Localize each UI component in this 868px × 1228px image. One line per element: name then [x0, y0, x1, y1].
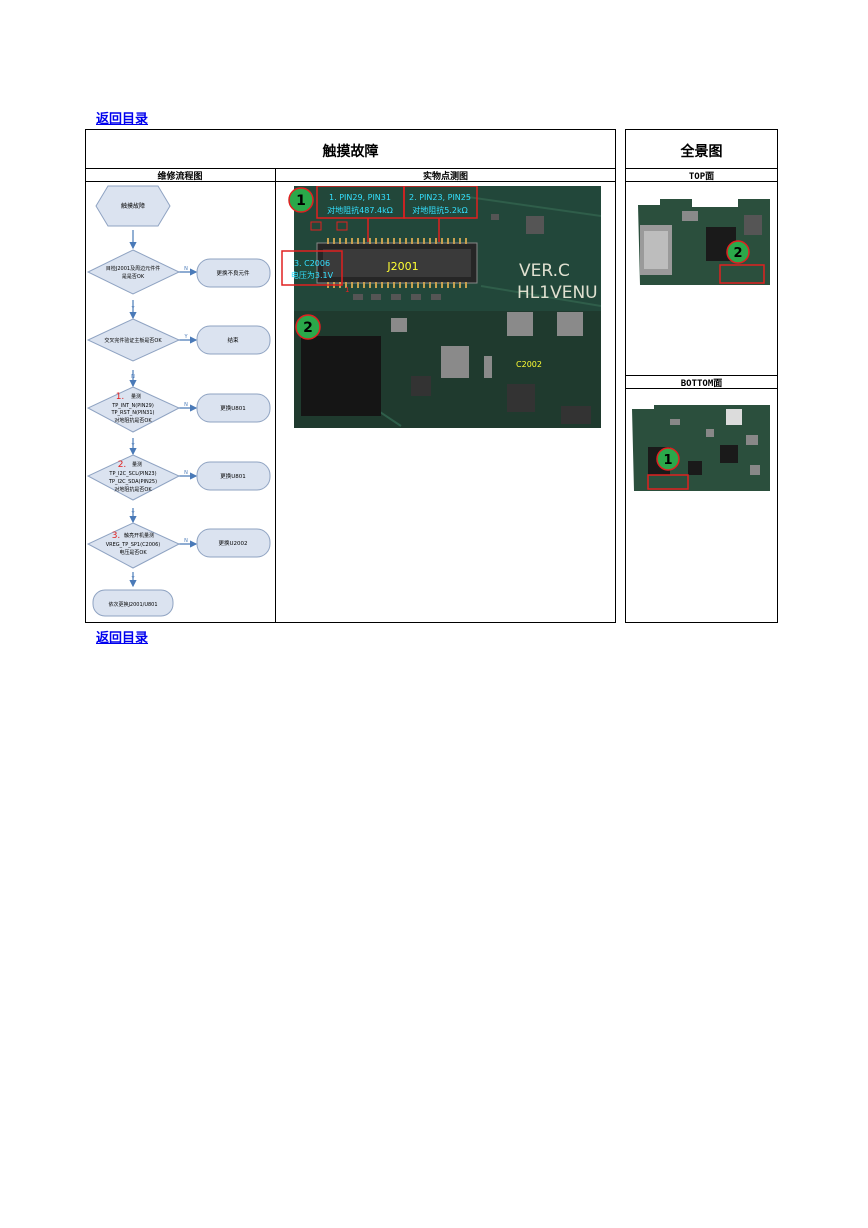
annotation-3-line: 3. C2006 — [294, 259, 330, 268]
flow-decision-3-line: TP_INT_N(PIN29) — [111, 403, 154, 409]
main-table-divider — [85, 181, 616, 182]
silkscreen-version: VER.C — [519, 261, 570, 281]
annotation-1-line: 1. PIN29, PIN31 — [329, 193, 391, 202]
main-table-divider — [85, 168, 616, 169]
side-table-title: 全景图 — [680, 144, 723, 160]
top-board-overview: 2 — [638, 199, 770, 285]
flow-action-5-text: 更换U2002 — [218, 539, 247, 547]
pcb-closeup-photo: VER.C HL1VENU 1. PIN29, PIN31 对地阻抗487.4k… — [281, 186, 601, 428]
bottom-badge — [656, 447, 680, 471]
back-to-contents-link-top[interactable]: 返回目录 — [96, 112, 149, 127]
badge-2-text: 2 — [303, 320, 313, 336]
flow-start-text: 触摸故障 — [121, 202, 145, 210]
bottom-side-label: BOTTOM面 — [680, 379, 723, 389]
annotation-2-line: 2. PIN23, PIN25 — [409, 193, 471, 202]
bottom-board-overview: 1 — [632, 405, 770, 491]
flow-decision-5-number: 3. — [112, 531, 121, 541]
connector-label: J2001 — [386, 260, 418, 273]
annotation-1-line: 对地阻抗487.4kΩ — [327, 205, 393, 215]
flow-decision-4-line: TP_I2C_SCL(PIN23) — [108, 471, 156, 477]
flow-decision-3-line: TP_RST_N(PIN31) — [110, 410, 154, 416]
flow-label-n: N — [184, 266, 188, 272]
cap-label: C2002 — [516, 360, 542, 369]
flow-label-n: N — [131, 374, 135, 380]
flow-decision-4-line: 量测 — [132, 461, 142, 468]
flow-end-text: 依次更换J2001/U801 — [108, 601, 157, 608]
flow-decision-4-line: TP_I2C_SDA(PIN25) — [108, 479, 157, 485]
top-badge-text: 2 — [733, 246, 742, 261]
flow-decision-5-line: VREG_TP_SP1(C2006) — [106, 542, 161, 548]
badge-1-text: 1 — [296, 193, 306, 209]
flow-decision-4-number: 2. — [118, 460, 127, 470]
badge-2 — [295, 314, 321, 340]
flow-column-header: 维修流程图 — [157, 172, 203, 182]
top-side-label: TOP面 — [688, 172, 715, 182]
photo-column-header: 实物点测图 — [422, 172, 468, 182]
annotation-2-line: 对地阻抗5.2kΩ — [412, 205, 467, 215]
flow-decision-5 — [86, 522, 181, 569]
flow-end-node — [92, 589, 174, 617]
flow-action-2-text: 结束 — [227, 336, 239, 344]
repair-flowchart: 触摸故障 目检J2001及周边元件件 是是否OK 更换不良元件 交叉完件验证主板… — [86, 185, 271, 617]
silkscreen-model: HL1VENU — [517, 283, 598, 303]
flow-decision-3-line: 量测 — [131, 393, 141, 400]
annotation-3-line: 电压为3.1V — [291, 270, 334, 280]
flow-action-1-text: 更换不良元件 — [216, 269, 250, 277]
flow-decision-1-line: 是是否OK — [122, 274, 145, 280]
side-table-divider — [625, 375, 778, 376]
flow-decision-2-text: 交叉完件验证主板是否OK — [104, 337, 162, 344]
flow-decision-4-line: 对地阻抗是否OK — [114, 486, 152, 493]
flow-action-3-text: 更换U801 — [220, 404, 246, 412]
flow-action-3 — [196, 393, 271, 423]
pin-1-marker: 1 — [345, 286, 349, 294]
flow-decision-1-line: 目检J2001及周边元件件 — [106, 265, 160, 272]
flow-label-y: Y — [130, 443, 135, 449]
side-table-divider — [625, 181, 778, 182]
badge-1 — [288, 187, 314, 213]
main-table-title: 触摸故障 — [322, 144, 379, 160]
side-table-divider — [625, 388, 778, 389]
flow-start-node — [95, 185, 171, 227]
flow-decision-1 — [86, 249, 181, 295]
flow-decision-3 — [86, 386, 181, 433]
flow-label-y: Y — [183, 334, 188, 340]
flow-action-4 — [196, 461, 271, 491]
flow-decision-3-line: 对地阻抗是否OK — [114, 417, 152, 424]
flow-label-n: N — [184, 538, 188, 544]
flow-label-y: Y — [130, 576, 135, 582]
top-badge — [726, 240, 750, 264]
flow-action-2 — [196, 325, 271, 355]
main-table — [85, 129, 616, 623]
main-table-col-divider — [275, 168, 276, 623]
back-to-contents-link-bottom[interactable]: 返回目录 — [96, 631, 149, 646]
side-table-divider — [625, 168, 778, 169]
flow-action-4-text: 更换U801 — [220, 472, 246, 480]
flow-label-y: Y — [130, 511, 135, 517]
flow-decision-4 — [86, 454, 181, 501]
flow-label-y: Y — [130, 306, 135, 312]
flow-decision-5-line: 触亮开机量测 — [124, 532, 154, 539]
side-table — [625, 129, 778, 623]
flow-label-n: N — [184, 402, 188, 408]
flow-decision-3-number: 1. — [116, 392, 125, 402]
bottom-badge-text: 1 — [663, 453, 672, 468]
flow-action-5 — [196, 528, 271, 558]
flow-action-1 — [196, 258, 271, 288]
flow-decision-5-line: 电压是否OK — [119, 549, 147, 556]
flow-decision-2 — [86, 318, 181, 362]
flow-label-n: N — [184, 470, 188, 476]
